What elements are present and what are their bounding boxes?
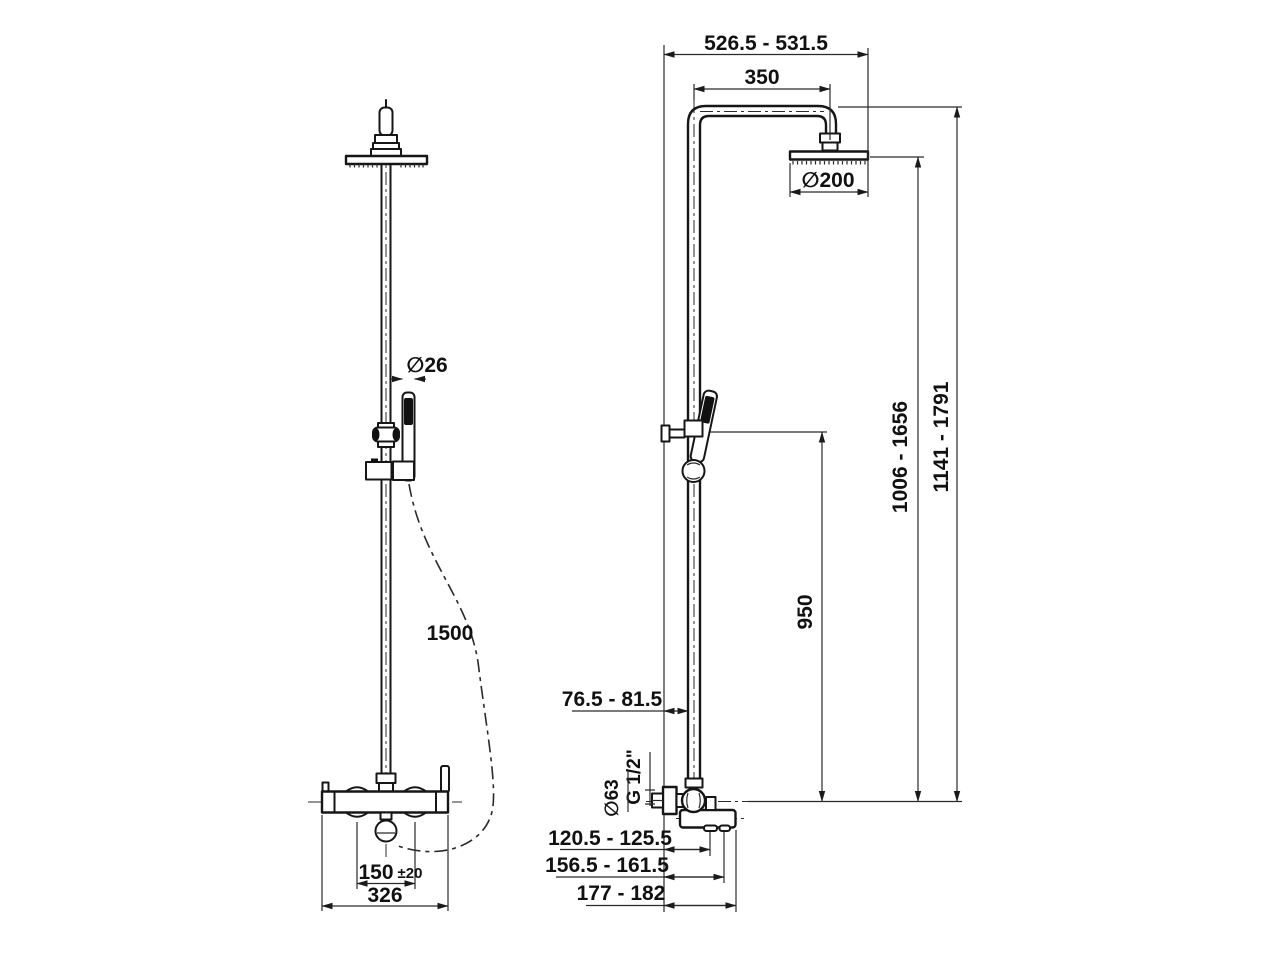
dim-label-inlet-tolerance: ±20 bbox=[398, 865, 423, 882]
slider-body bbox=[683, 419, 704, 438]
front-handshower bbox=[365, 391, 416, 482]
front-mixer bbox=[320, 765, 450, 843]
handshower-ball-joint bbox=[681, 459, 706, 483]
mixer-escutcheons bbox=[345, 786, 427, 818]
dim-overall-depth: 177 - 182 bbox=[577, 830, 737, 912]
dim-label-body-width: 326 bbox=[367, 884, 402, 907]
handshower-spray-face bbox=[404, 398, 413, 425]
outlet-port-1 bbox=[703, 824, 718, 832]
front-bracket-left bbox=[365, 461, 393, 481]
dim-label-overall-depth: 177 - 182 bbox=[577, 882, 666, 905]
dim-head-diameter: ∅200 bbox=[789, 163, 869, 197]
dim-label-handshower-diameter: ∅26 bbox=[406, 354, 447, 377]
front-view: ∅26 1500 150 ±20 326 bbox=[308, 99, 495, 911]
slider-knob-cap bbox=[660, 424, 671, 443]
dim-label-thread: G 1/2" bbox=[624, 749, 645, 804]
front-bracket-holder bbox=[392, 460, 415, 481]
front-slider-knob bbox=[372, 422, 400, 448]
dim-handshower-height: 950 bbox=[794, 431, 826, 802]
side-column-arm bbox=[686, 104, 870, 781]
dim-label-flange-diameter: ∅63 bbox=[602, 779, 623, 816]
side-valve bbox=[651, 777, 737, 832]
side-handshower bbox=[660, 389, 718, 483]
diverter-knob bbox=[374, 819, 398, 843]
front-showerhead bbox=[344, 99, 429, 168]
dim-inlet-centers: 150 ±20 bbox=[356, 822, 423, 889]
dim-thread: G 1/2" bbox=[624, 749, 655, 806]
dim-label-arm-projection: 350 bbox=[744, 66, 779, 89]
dim-label-head-diameter: ∅200 bbox=[801, 169, 854, 192]
dim-handshower-diameter: ∅26 bbox=[391, 354, 448, 383]
front-hose bbox=[397, 483, 495, 853]
dim-label-overall-height: 1141 - 1791 bbox=[930, 381, 953, 492]
dim-depth-first-outlet: 120.5 - 125.5 bbox=[548, 827, 711, 856]
dim-label-depth-second-outlet: 156.5 - 161.5 bbox=[545, 854, 669, 877]
dim-label-inlet-centers: 150 bbox=[358, 861, 393, 884]
dim-label-handshower-height: 950 bbox=[794, 594, 817, 629]
side-head-nozzles bbox=[792, 161, 866, 165]
dim-overall-height: 1141 - 1791 bbox=[930, 106, 961, 802]
mixer-body bbox=[320, 790, 450, 814]
dim-depth-second-outlet: 156.5 - 161.5 bbox=[545, 832, 725, 883]
dim-label-wall-to-riser: 76.5 - 81.5 bbox=[562, 688, 663, 711]
valve-joint bbox=[680, 787, 707, 814]
dim-label-hose-length: 1500 bbox=[427, 622, 474, 645]
dim-head-height: 1006 - 1656 bbox=[889, 156, 922, 802]
wall-flange bbox=[661, 785, 678, 816]
front-head-nozzles bbox=[349, 164, 424, 168]
dim-body-width: 326 bbox=[321, 815, 449, 911]
dim-arm-projection: 350 bbox=[693, 66, 831, 140]
dim-flange-diameter: ∅63 bbox=[602, 771, 629, 817]
dim-wall-to-riser: 76.5 - 81.5 bbox=[562, 688, 689, 715]
side-head-disc bbox=[788, 150, 870, 161]
dim-overall-reach: 526.5 - 531.5 bbox=[663, 32, 869, 197]
mixer-lever bbox=[440, 765, 450, 793]
side-view: 526.5 - 531.5 350 ∅200 1141 - 1791 1006 … bbox=[545, 32, 962, 912]
front-head-disc bbox=[344, 154, 429, 166]
dim-label-depth-first-outlet: 120.5 - 125.5 bbox=[548, 827, 672, 850]
dim-label-overall-reach: 526.5 - 531.5 bbox=[704, 32, 828, 55]
outlet-port-2 bbox=[718, 824, 731, 832]
dim-label-head-height: 1006 - 1656 bbox=[889, 401, 912, 513]
